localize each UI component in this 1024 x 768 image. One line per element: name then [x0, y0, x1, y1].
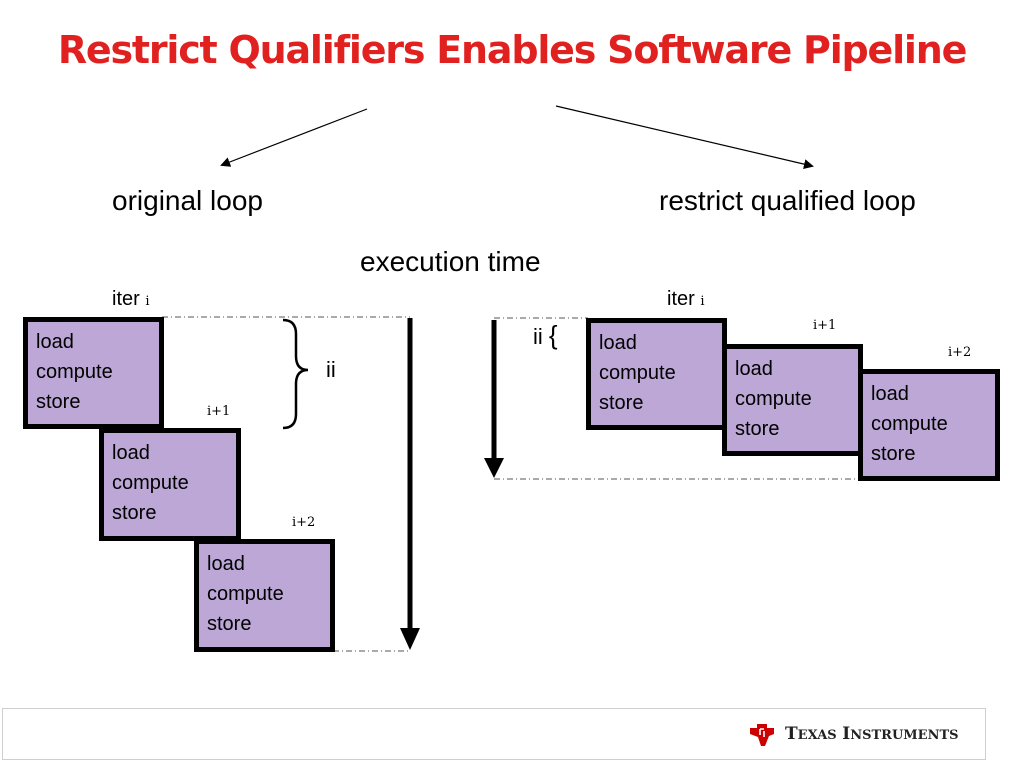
stage-load: load: [735, 358, 773, 380]
restricted-loop-label: restrict qualified loop: [659, 185, 916, 216]
left-block-1: load compute store: [23, 317, 164, 429]
stage-store: store: [735, 418, 780, 440]
iter-word: iter: [667, 288, 695, 310]
ti-brand-name: TEXAS INSTRUMENTS: [785, 724, 959, 744]
stage-load: load: [599, 332, 637, 354]
left-block-3: load compute store: [194, 539, 335, 652]
interval-text: ii: [533, 324, 543, 349]
stage-compute: compute: [871, 413, 948, 435]
stage-load: load: [207, 553, 245, 575]
right-block-3: load compute store: [858, 369, 1000, 481]
stage-load: load: [112, 442, 150, 464]
stage-store: store: [207, 613, 252, 635]
stage-load: load: [36, 331, 74, 353]
iter-var: i: [145, 294, 150, 309]
stage-compute: compute: [207, 583, 284, 605]
title-arrow-left: [220, 108, 368, 167]
stage-compute: compute: [112, 472, 189, 494]
original-loop-label: original loop: [112, 185, 263, 216]
left-iter-next-2: i+2: [292, 515, 316, 530]
iter-word: iter: [112, 288, 140, 310]
right-iter-next-2: i+2: [948, 345, 972, 360]
interval-brace-icon: [282, 318, 309, 430]
texas-instruments-logo-icon: [750, 724, 774, 746]
iter-var: i: [700, 294, 705, 309]
stage-store: store: [112, 502, 157, 524]
left-iter-next-1: i+1: [207, 404, 231, 419]
stage-store: store: [871, 443, 916, 465]
right-block-1: load compute store: [586, 318, 727, 430]
execution-time-label: execution time: [360, 246, 541, 277]
right-interval-label: ii {: [533, 320, 558, 351]
right-time-arrowhead: [484, 458, 504, 478]
stage-compute: compute: [599, 362, 676, 384]
stage-load: load: [871, 383, 909, 405]
stage-compute: compute: [735, 388, 812, 410]
left-block-2: load compute store: [99, 428, 241, 541]
stage-store: store: [599, 392, 644, 414]
interval-brace-icon: {: [548, 320, 558, 350]
left-iter-label: iter i: [112, 288, 150, 311]
slide-title: Restrict Qualifiers Enables Software Pip…: [57, 28, 968, 72]
slide-footer: TEXAS INSTRUMENTS: [2, 708, 986, 760]
stage-compute: compute: [36, 361, 113, 383]
right-iter-next-1: i+1: [813, 318, 837, 333]
title-arrow-right: [555, 105, 814, 170]
left-interval-label: ii: [326, 357, 336, 382]
right-block-2: load compute store: [722, 344, 863, 456]
left-time-arrowhead: [400, 628, 420, 650]
stage-store: store: [36, 391, 81, 413]
right-iter-label: iter i: [667, 288, 705, 311]
